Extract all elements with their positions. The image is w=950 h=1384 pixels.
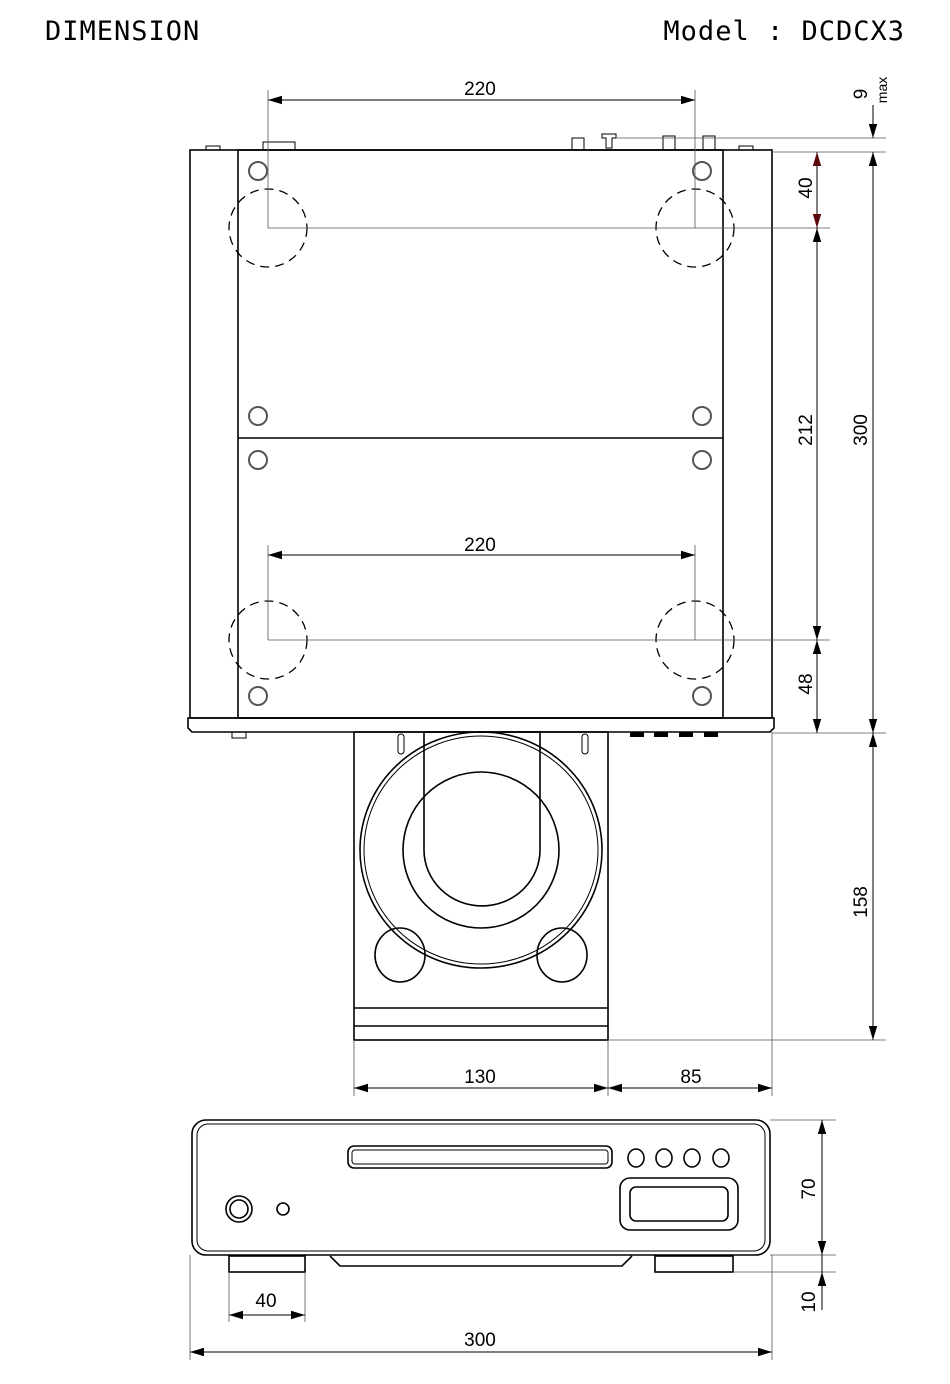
dim-width-total: 300 [464, 1330, 496, 1351]
front-bump [231, 731, 247, 739]
dim-rear-protrusion: 9 [851, 89, 872, 100]
disc-inner [402, 771, 560, 929]
foot-outlines [228, 188, 735, 680]
dimension-lines [189, 90, 886, 1360]
front-buttons-top [630, 732, 718, 737]
dim-stand-width: 130 [464, 1067, 496, 1088]
dim-top-width-front: 220 [464, 535, 496, 556]
disc-outer [359, 731, 603, 969]
model-label: Model : DCDCX3 [663, 16, 905, 47]
dim-stand-side-offset: 85 [680, 1067, 701, 1088]
rear-bump [205, 145, 221, 151]
top-outer-case [189, 149, 773, 719]
drawing-title: DIMENSION [45, 16, 201, 47]
dim-height-foot: 10 [799, 1291, 820, 1312]
bottom-plate [329, 1255, 633, 1267]
front-view [191, 1119, 771, 1273]
stand-view [353, 731, 609, 1041]
stand-arm [423, 731, 541, 907]
display-window [619, 1177, 739, 1231]
front-button-icons [627, 1148, 730, 1168]
top-panel [237, 149, 724, 719]
stand-frame [353, 731, 609, 1041]
rear-bump [738, 145, 754, 151]
rear-connector [662, 135, 676, 151]
screw-icons [248, 161, 712, 706]
knob-right [536, 927, 588, 983]
dim-depth-front-offset: 48 [796, 673, 817, 694]
foot-right [654, 1255, 734, 1273]
rear-connector [702, 135, 716, 151]
foot-left [228, 1255, 306, 1273]
dim-depth-foot-spacing: 212 [796, 414, 817, 446]
dim-depth-total: 300 [851, 414, 872, 446]
dim-depth-rear-offset: 40 [796, 177, 817, 198]
top-view [187, 133, 775, 739]
front-lip [187, 717, 775, 733]
dim-height-body: 70 [799, 1178, 820, 1199]
knob-left [374, 927, 426, 983]
rear-connector [262, 141, 296, 151]
disc-slot [347, 1145, 613, 1169]
dim-stand-depth: 158 [851, 886, 872, 918]
headphone-jack-icon [225, 1195, 253, 1223]
dim-foot-width: 40 [255, 1291, 276, 1312]
rear-switch [601, 133, 617, 149]
led-icon [276, 1202, 290, 1216]
dim-rear-protrusion-note: max [874, 77, 890, 103]
dim-top-width-rear: 220 [464, 79, 496, 100]
rear-connector [571, 137, 585, 151]
front-body [191, 1119, 771, 1256]
